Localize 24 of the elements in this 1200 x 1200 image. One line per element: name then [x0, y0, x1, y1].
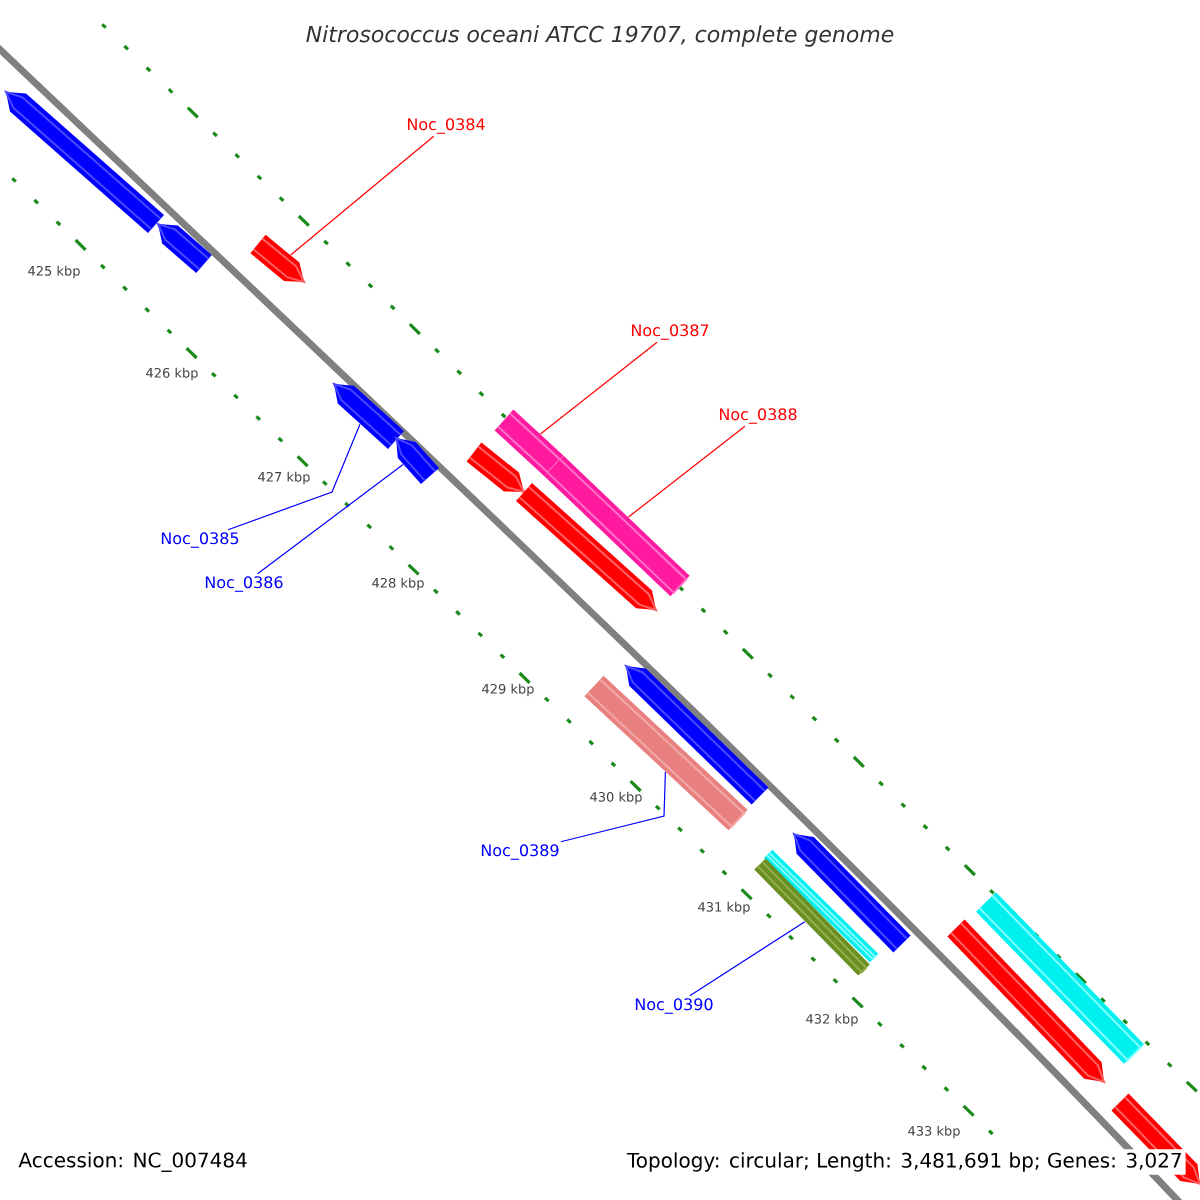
gene-feature [250, 234, 306, 284]
title: Nitrosococcus oceani ATCC 19707, complete genome [306, 25, 894, 47]
gene-label: Noc_0386 [205, 576, 283, 592]
leader-line [627, 425, 746, 518]
leader-line [256, 463, 404, 575]
leader-line [689, 921, 806, 997]
accession-text: Accession: NC_007484 [18, 1152, 247, 1172]
genome-info-text: Topology: circular; Length: 3,481,691 bp; Genes: 3,027 [623, 1149, 1186, 1175]
gene-feature [494, 409, 564, 477]
leader-line [560, 771, 666, 843]
gene-label: Noc_0390 [635, 998, 713, 1014]
leader-line [539, 341, 658, 435]
gene-label: Noc_0387 [631, 324, 709, 340]
gene-label: Noc_0385 [161, 532, 239, 548]
leader-line [290, 135, 435, 256]
gene-feature [754, 858, 870, 976]
gene-label: Noc_0384 [407, 118, 485, 134]
gene-feature [544, 455, 690, 597]
gene-feature [394, 436, 439, 484]
gene-feature [584, 675, 748, 831]
gene-label: Noc_0389 [481, 844, 559, 860]
gene-feature [332, 382, 404, 449]
leader-line [227, 423, 361, 531]
gene-label: Noc_0388 [720, 408, 797, 424]
